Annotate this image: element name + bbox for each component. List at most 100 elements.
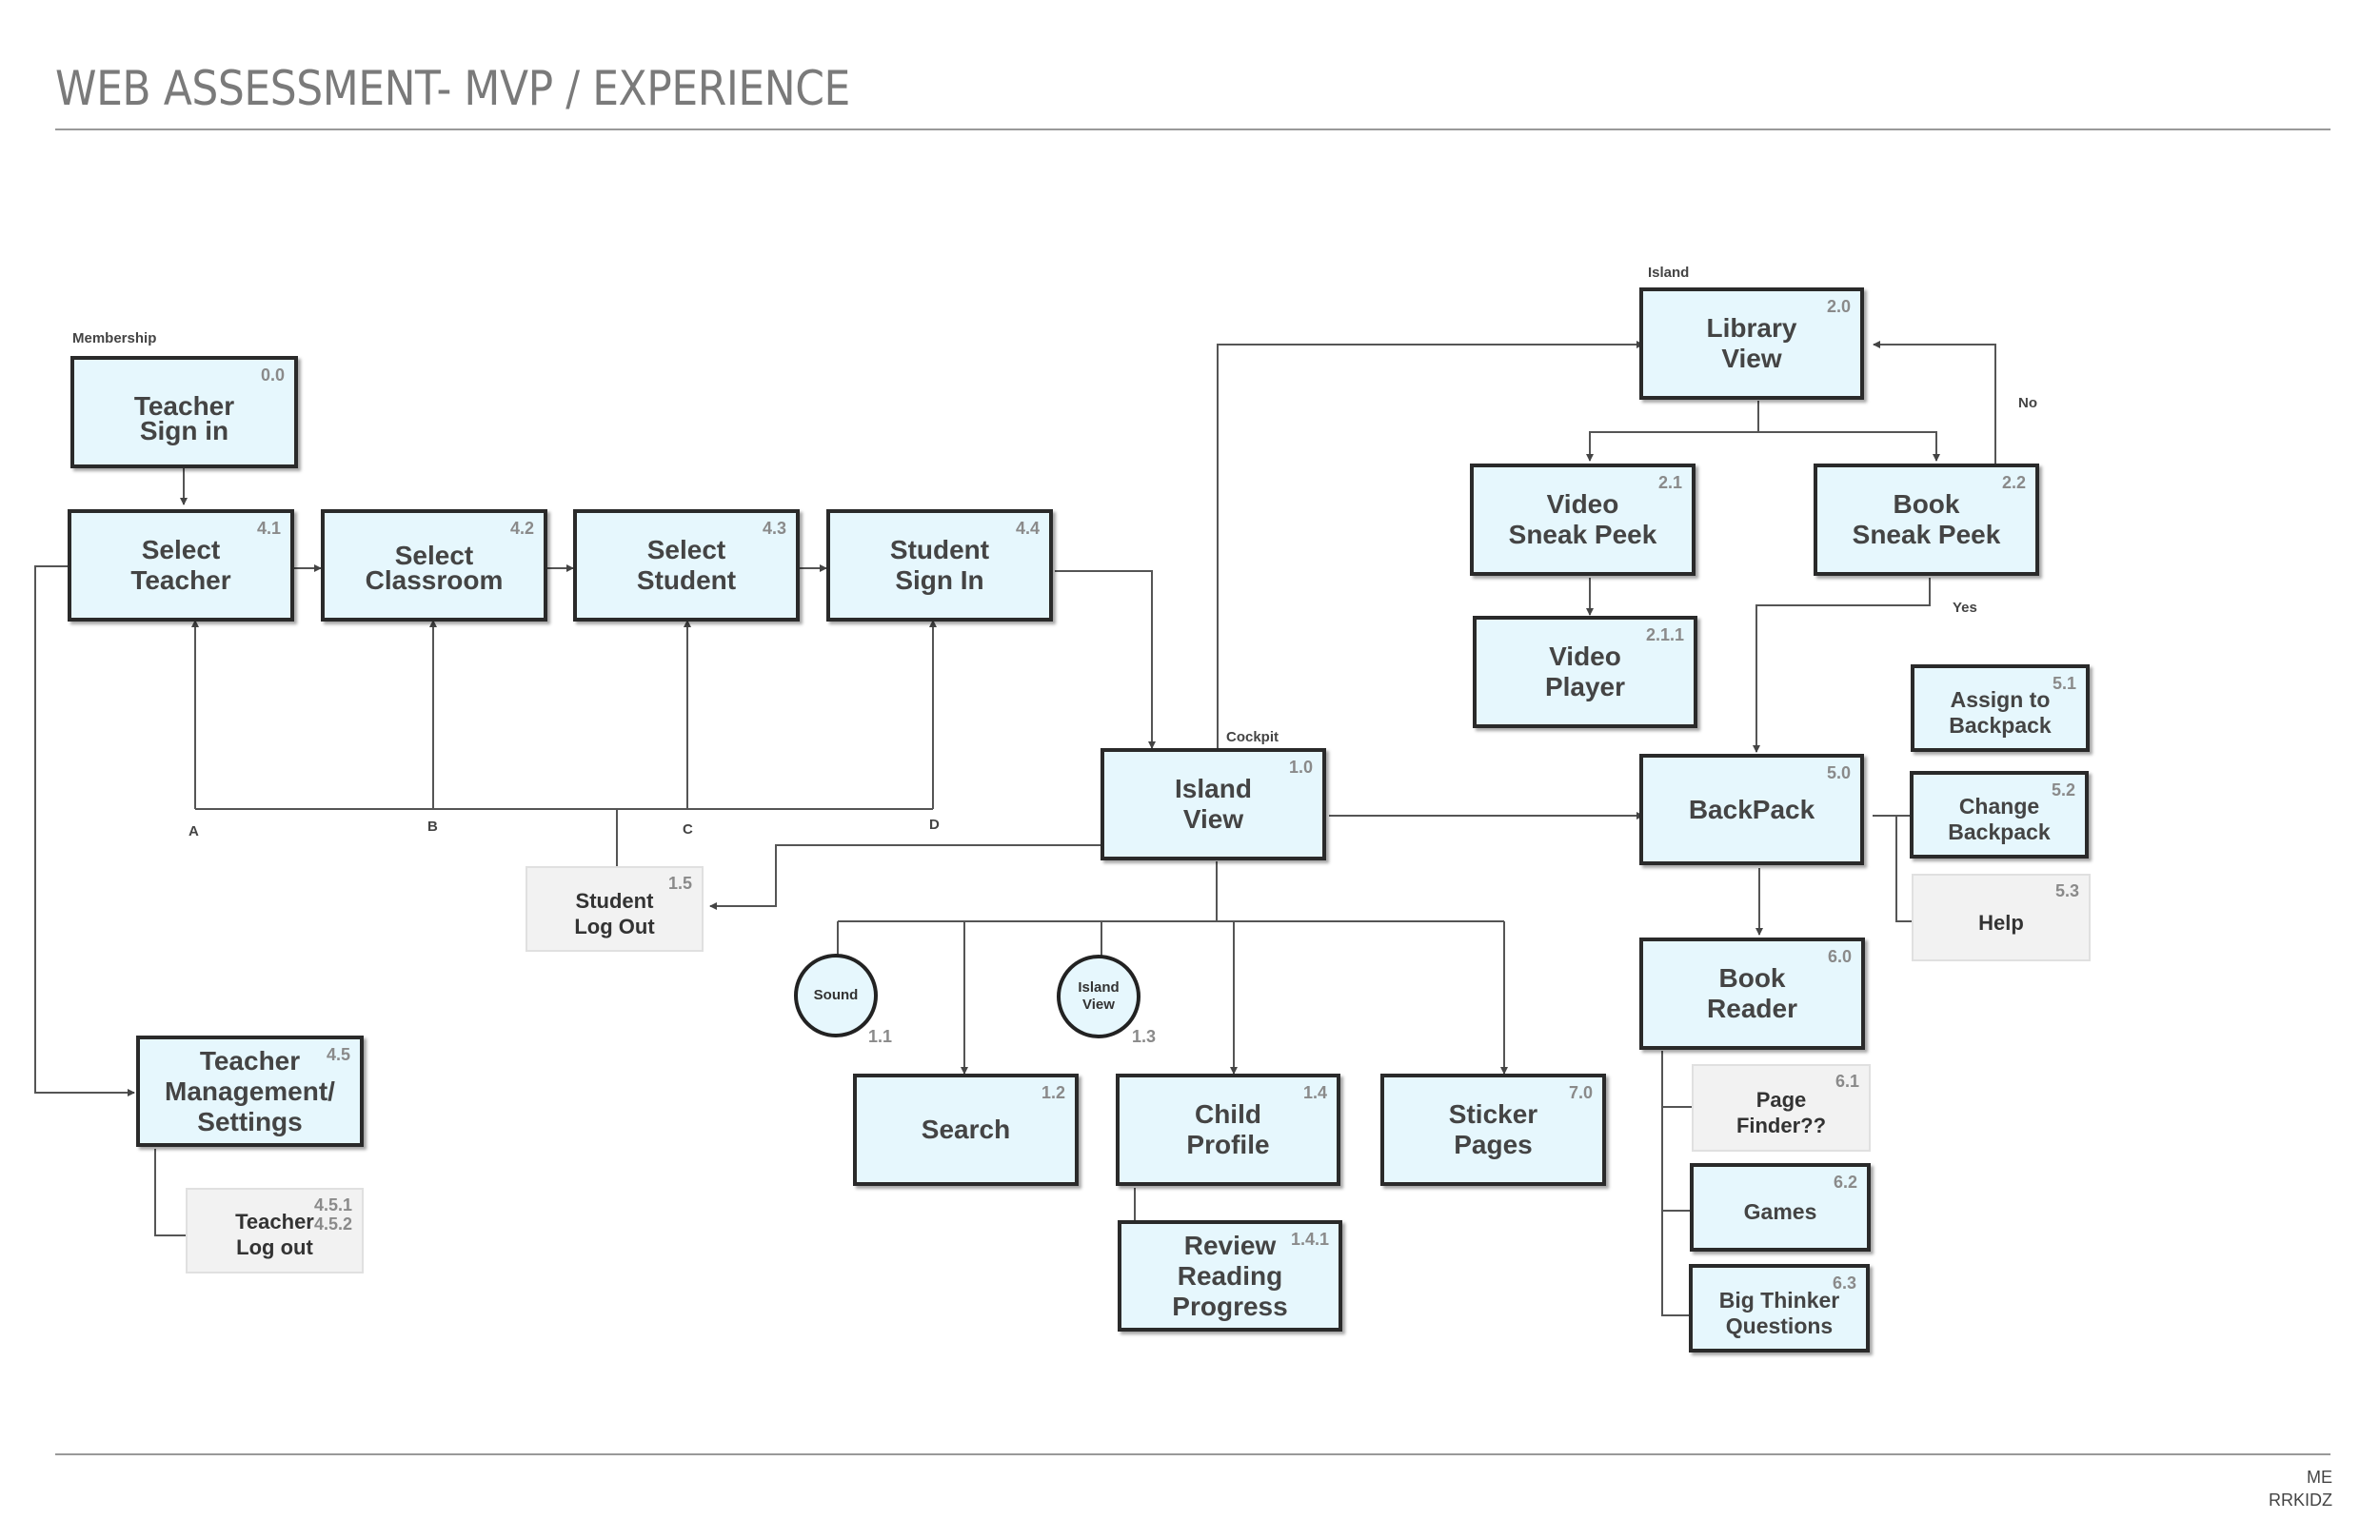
- sound-node[interactable]: Sound: [794, 954, 878, 1037]
- node-label: Child Profile: [1186, 1099, 1270, 1159]
- island-label: Island: [1648, 265, 1690, 281]
- edge-label-b: B: [427, 819, 438, 835]
- node-label: Island View: [1078, 979, 1120, 1013]
- node-number: 1.2: [1041, 1083, 1065, 1102]
- student-sign-in-node[interactable]: 4.4 Student Sign In: [826, 509, 1053, 622]
- change-backpack-node[interactable]: 5.2 Change Backpack: [1910, 771, 2089, 859]
- library-view-node[interactable]: 2.0 Library View: [1639, 287, 1864, 400]
- node-number: 4.2: [509, 519, 534, 538]
- edge-label-c: C: [683, 821, 693, 838]
- edge-1.0-2.0: [1217, 341, 1644, 748]
- big-thinker-questions-node[interactable]: 6.3 Big Thinker Questions: [1689, 1264, 1870, 1352]
- node-number: 2.2: [2001, 473, 2026, 492]
- node-label: Change Backpack: [1948, 794, 2051, 844]
- node-label: Sticker Pages: [1448, 1099, 1538, 1159]
- node-number: 4.1: [256, 519, 281, 538]
- node-label: Games: [1743, 1199, 1817, 1224]
- node-number: 4.5.1 4.5.2: [313, 1195, 352, 1234]
- edge-label-no: No: [2018, 395, 2037, 411]
- footer-divider: [55, 1453, 2330, 1455]
- student-log-out-node[interactable]: 1.5 Student Log Out: [526, 866, 704, 952]
- footer-line-2: RRKIDZ: [2269, 1491, 2332, 1510]
- page-finder-node[interactable]: 6.1 Page Finder??: [1692, 1064, 1871, 1152]
- backpack-node[interactable]: 5.0 BackPack: [1639, 754, 1864, 865]
- edge-6.0-6.x: [1661, 1051, 1692, 1316]
- node-number: 6.0: [1827, 947, 1852, 966]
- membership-label: Membership: [72, 330, 157, 346]
- sticker-pages-node[interactable]: 7.0 Sticker Pages: [1380, 1074, 1606, 1186]
- node-number: 7.0: [1568, 1083, 1593, 1102]
- edge-2.0-children: [1586, 401, 1759, 462]
- edge-4.5-logout: [154, 1149, 187, 1236]
- node-number: 6.3: [1832, 1273, 1856, 1293]
- cockpit-label: Cockpit: [1226, 729, 1279, 745]
- node-label: Teacher Log out: [235, 1210, 314, 1259]
- child-profile-node[interactable]: 1.4 Child Profile: [1116, 1074, 1340, 1186]
- node-label: Student Log Out: [574, 889, 655, 938]
- edge-label-yes: Yes: [1953, 600, 1977, 616]
- island-view-small-node[interactable]: Island View: [1057, 955, 1140, 1038]
- node-label: Select Teacher: [130, 535, 231, 595]
- teacher-sign-in-node[interactable]: 0.0 Teacher Sign in: [70, 356, 298, 468]
- node-label: Teacher Sign in: [133, 391, 235, 445]
- node-label: Video Player: [1544, 642, 1626, 701]
- page-title: WEB ASSESSMENT- MVP / EXPERIENCE: [55, 61, 850, 116]
- select-student-node[interactable]: 4.3 Select Student: [573, 509, 800, 622]
- node-number: 5.3: [2054, 881, 2079, 900]
- node-number: 2.0: [1826, 297, 1851, 316]
- island-view-node[interactable]: 1.0 Island View: [1101, 748, 1326, 860]
- node-number: 6.2: [1833, 1173, 1857, 1192]
- footer-credit: ME RRKIDZ: [2269, 1466, 2332, 1511]
- video-sneak-peek-node[interactable]: 2.1 Video Sneak Peek: [1470, 464, 1696, 576]
- header-divider: [55, 128, 2330, 130]
- node-number: 1.4: [1302, 1083, 1327, 1102]
- select-teacher-node[interactable]: 4.1 Select Teacher: [68, 509, 294, 622]
- edge-2.2-yes: [1753, 578, 1931, 753]
- node-label: Page Finder??: [1735, 1088, 1827, 1137]
- node-label: Library View: [1706, 313, 1797, 373]
- node-label: BackPack: [1688, 794, 1815, 824]
- node-number: 6.1: [1835, 1072, 1859, 1091]
- node-label: Review Reading Progress: [1172, 1230, 1288, 1321]
- teacher-log-out-node[interactable]: 4.5.1 4.5.2 Teacher Log out: [186, 1188, 364, 1273]
- node-label: Book Sneak Peek: [1852, 489, 2001, 549]
- node-number: 1.0: [1288, 758, 1313, 777]
- node-label: Sound: [813, 987, 859, 1003]
- edge-label-a: A: [188, 823, 199, 839]
- review-reading-progress-node[interactable]: 1.4.1 Review Reading Progress: [1118, 1220, 1342, 1332]
- node-label: Student Sign In: [889, 535, 990, 595]
- teacher-management-node[interactable]: 4.5 Teacher Management/ Settings: [136, 1036, 364, 1147]
- node-number: 2.1: [1657, 473, 1682, 492]
- help-node[interactable]: 5.3 Help: [1912, 874, 2091, 961]
- node-number: 0.0: [260, 365, 285, 385]
- edge-4.4-1.0: [1055, 570, 1156, 749]
- book-sneak-peek-node[interactable]: 2.2 Book Sneak Peek: [1814, 464, 2039, 576]
- node-number: 5.2: [2051, 780, 2075, 800]
- node-number: 5.0: [1826, 763, 1851, 782]
- node-label: Assign to Backpack: [1949, 687, 2052, 738]
- node-label: Big Thinker Questions: [1718, 1287, 1840, 1338]
- book-reader-node[interactable]: 6.0 Book Reader: [1639, 938, 1865, 1050]
- edge-2.2-no: [1873, 341, 1996, 466]
- node-number: 1.4.1: [1290, 1230, 1329, 1249]
- node-number: 5.1: [2052, 674, 2076, 693]
- node-number: 1.5: [667, 874, 692, 893]
- assign-to-backpack-node[interactable]: 5.1 Assign to Backpack: [1911, 664, 2090, 752]
- node-label: Help: [1978, 910, 2024, 935]
- edge-1.0-1.5: [709, 844, 1104, 910]
- sound-number: 1.1: [868, 1027, 893, 1046]
- node-label: Book Reader: [1707, 963, 1797, 1023]
- node-number: 4.4: [1015, 519, 1040, 538]
- games-node[interactable]: 6.2 Games: [1690, 1163, 1871, 1252]
- footer-line-1: ME: [2307, 1468, 2332, 1487]
- node-label: Search: [921, 1115, 1011, 1144]
- node-label: Teacher Management/ Settings: [165, 1045, 335, 1136]
- search-node[interactable]: 1.2 Search: [853, 1074, 1079, 1186]
- node-label: Video Sneak Peek: [1508, 489, 1657, 549]
- island-view-small-number: 1.3: [1132, 1027, 1157, 1046]
- select-classroom-node[interactable]: 4.2 Select Classroom: [321, 509, 547, 622]
- video-player-node[interactable]: 2.1.1 Video Player: [1473, 616, 1697, 728]
- edge-4.1-4.5: [34, 565, 135, 1096]
- node-label: Island View: [1175, 774, 1252, 834]
